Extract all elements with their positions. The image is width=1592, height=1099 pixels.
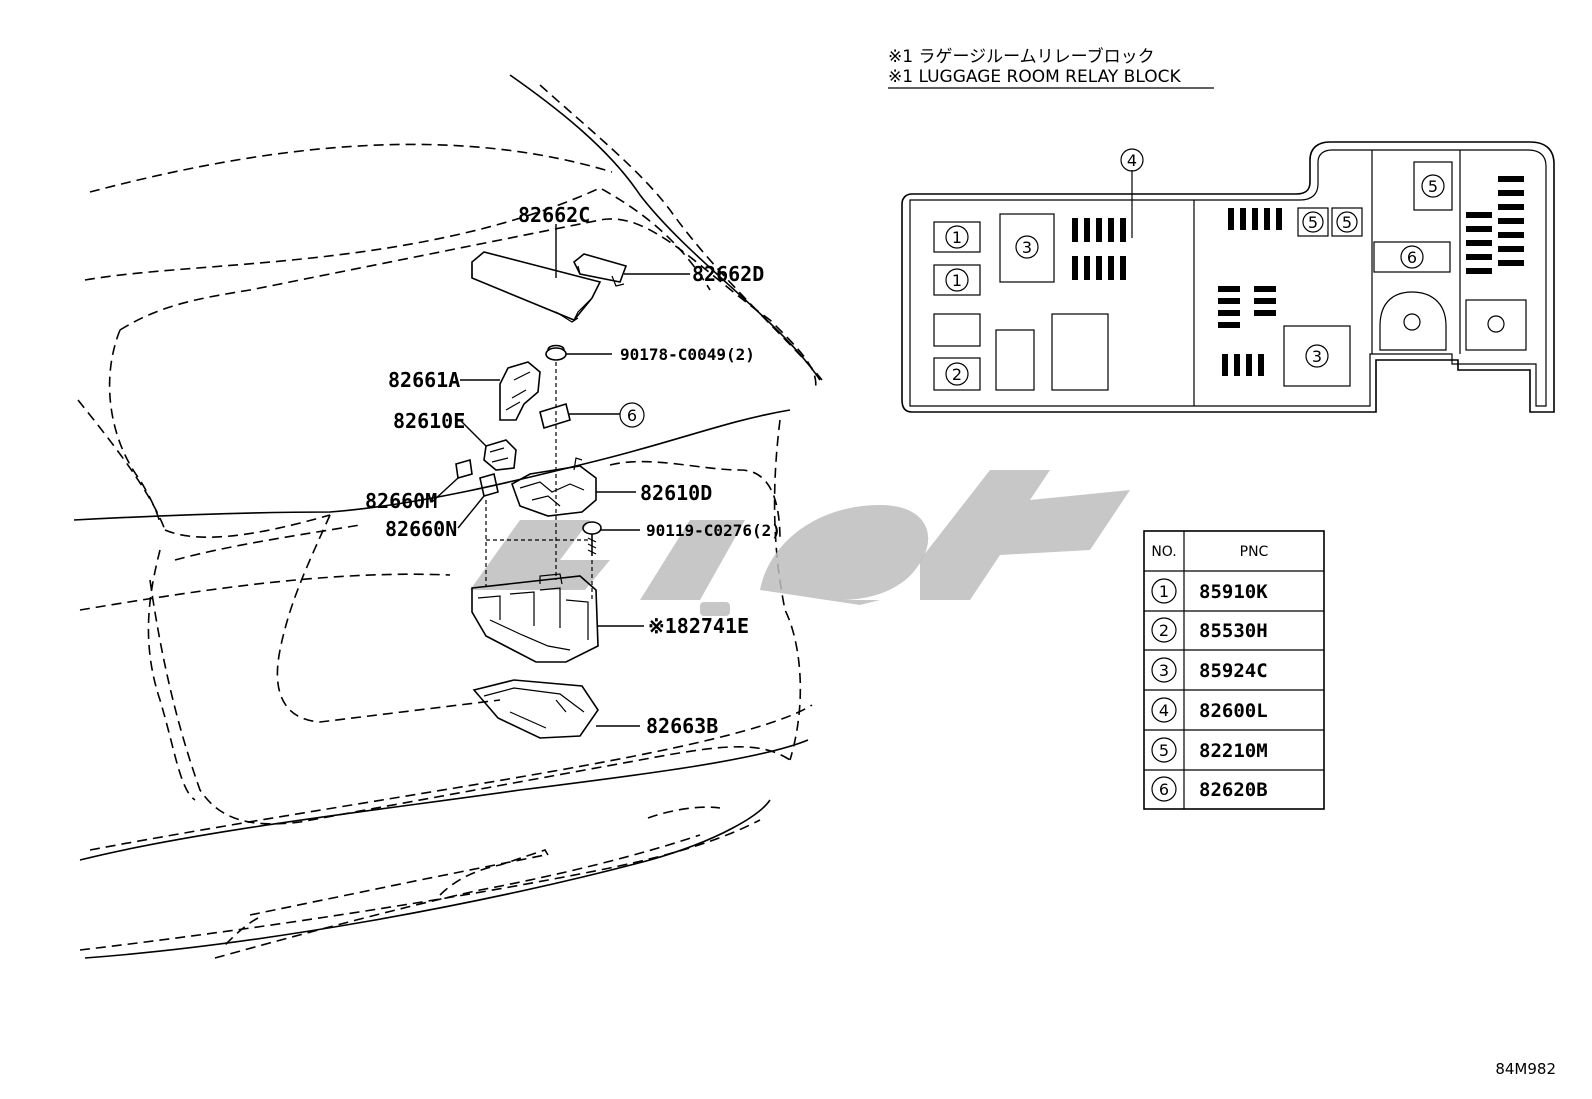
callout-6: 6: [619, 402, 645, 428]
relay-block-layout: 1 1 2 3 4: [901, 141, 1555, 413]
part-nut-90178: [545, 344, 567, 361]
label-82610E: 82610E: [393, 409, 465, 433]
slot-2: 2: [952, 365, 962, 384]
slot-5b: 5: [1342, 213, 1352, 232]
row-pnc: 82210M: [1199, 740, 1268, 762]
part-connector-82610E: [483, 439, 517, 471]
part-labels: 82662C 82662D 90178-C0049(2) 82661A 8261…: [365, 203, 781, 738]
row-pnc: 82620B: [1199, 779, 1268, 801]
callout-6-number: 6: [627, 406, 637, 425]
part-bracket-6: [539, 402, 571, 430]
table-header-no: NO.: [1151, 544, 1176, 560]
label-82660M: 82660M: [365, 489, 437, 513]
row-pnc: 85924C: [1199, 660, 1268, 682]
fuse-group-right: [1218, 208, 1282, 376]
table-row: 5 82210M: [1151, 737, 1268, 763]
ref-4: 4: [1127, 151, 1137, 170]
assembly-lines: [485, 362, 593, 600]
label-82660N: 82660N: [385, 517, 457, 541]
title-jp: ※1 ラゲージルームリレーブロック: [888, 46, 1155, 67]
slot-5a: 5: [1308, 213, 1318, 232]
part-bracket-82661A: [499, 361, 541, 421]
part-clip-82660N: [479, 472, 499, 498]
slot-1a: 1: [952, 228, 962, 247]
watermark-logo: [470, 470, 1130, 616]
slot-3b: 3: [1312, 347, 1322, 366]
table-row: 6 82620B: [1151, 776, 1268, 802]
slot-1b: 1: [952, 271, 962, 290]
pnc-table: NO. PNC 1 85910K 2 85530H 3 85924C 4 826…: [1143, 530, 1325, 810]
row-no: 4: [1159, 701, 1169, 720]
diagram-id: 84M982: [1495, 1060, 1556, 1078]
slot-3a: 3: [1022, 238, 1032, 257]
label-90178: 90178-C0049(2): [620, 345, 755, 364]
row-no: 1: [1159, 582, 1169, 601]
part-clip-82660M: [455, 458, 473, 480]
label-90119: 90119-C0276(2): [646, 521, 781, 540]
row-no: 6: [1159, 780, 1169, 799]
part-tray-82663B: [472, 679, 599, 739]
part-bolt-90119: [582, 521, 602, 556]
fuse-group-far-right: [1466, 176, 1524, 274]
slot-5c: 5: [1428, 177, 1438, 196]
table-row: 2 85530H: [1151, 617, 1268, 643]
row-pnc: 82600L: [1199, 700, 1268, 722]
label-82662D: 82662D: [692, 262, 764, 286]
label-82662C: 82662C: [518, 203, 590, 227]
leader-lines: [431, 224, 690, 727]
row-pnc: 85530H: [1199, 620, 1268, 642]
part-relay-block-82741E: [471, 573, 599, 663]
part-cover-82662C: [471, 251, 602, 323]
label-82610D: 82610D: [640, 481, 712, 505]
title-en: ※1 LUGGAGE ROOM RELAY BLOCK: [888, 67, 1181, 87]
label-82663B: 82663B: [646, 714, 718, 738]
table-row: 4 82600L: [1151, 697, 1268, 723]
row-pnc: 85910K: [1199, 581, 1268, 603]
row-no: 3: [1159, 661, 1169, 680]
relay-block-title: ※1 ラゲージルームリレーブロック ※1 LUGGAGE ROOM RELAY …: [888, 46, 1214, 89]
slot-6: 6: [1407, 248, 1417, 267]
part-junction-82610D: [511, 457, 597, 517]
vehicle-outline: [73, 74, 823, 959]
fuse-group-4: [1072, 218, 1126, 280]
row-no: 5: [1159, 741, 1169, 760]
table-header-pnc: PNC: [1240, 544, 1269, 560]
table-row: 1 85910K: [1151, 578, 1268, 604]
table-row: 3 85924C: [1151, 657, 1268, 683]
label-82661A: 82661A: [388, 368, 460, 392]
row-no: 2: [1159, 621, 1169, 640]
part-cover-82662D: [572, 253, 628, 287]
label-82741E: ※182741E: [648, 614, 749, 638]
